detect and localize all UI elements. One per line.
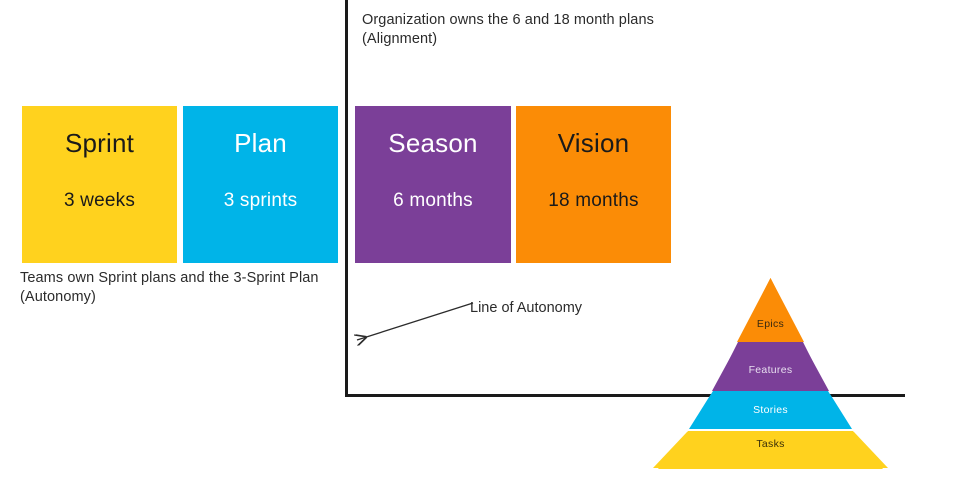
autonomy-note: Teams own Sprint plans and the 3-Sprint … (20, 270, 319, 305)
card-season-subtitle: 6 months (393, 190, 473, 211)
card-vision[interactable]: Vision 18 months (516, 106, 671, 263)
line-of-autonomy-arrow (345, 302, 474, 350)
card-sprint-subtitle: 3 weeks (63, 190, 136, 211)
card-season[interactable]: Season 6 months (355, 106, 511, 263)
card-season-title: Season (388, 128, 478, 158)
vertical-axis-line (345, 0, 348, 397)
card-vision-title: Vision (557, 128, 630, 158)
card-vision-subtitle: 18 months (548, 190, 639, 211)
card-plan[interactable]: Plan 3 sprints (183, 106, 338, 263)
pyramid-level-features-wide (712, 345, 829, 391)
horizontal-axis-line (345, 394, 905, 397)
card-sprint-title: Sprint (64, 128, 135, 158)
work-item-pyramid: Epics Features Stories Tasks (598, 276, 943, 474)
pyramid-level-stories-wide (689, 394, 852, 429)
alignment-note: Organization owns the 6 and 18 month pla… (362, 12, 654, 47)
card-plan-title: Plan (234, 128, 287, 158)
pyramid-level-epics-wide (737, 278, 804, 342)
card-sprint[interactable]: Sprint 3 weeks (22, 106, 177, 263)
pyramid-shape (653, 278, 888, 469)
card-plan-subtitle: 3 sprints (223, 190, 298, 211)
pyramid-level-tasks-wide (653, 432, 888, 468)
line-of-autonomy-label: Line of Autonomy (470, 300, 583, 316)
